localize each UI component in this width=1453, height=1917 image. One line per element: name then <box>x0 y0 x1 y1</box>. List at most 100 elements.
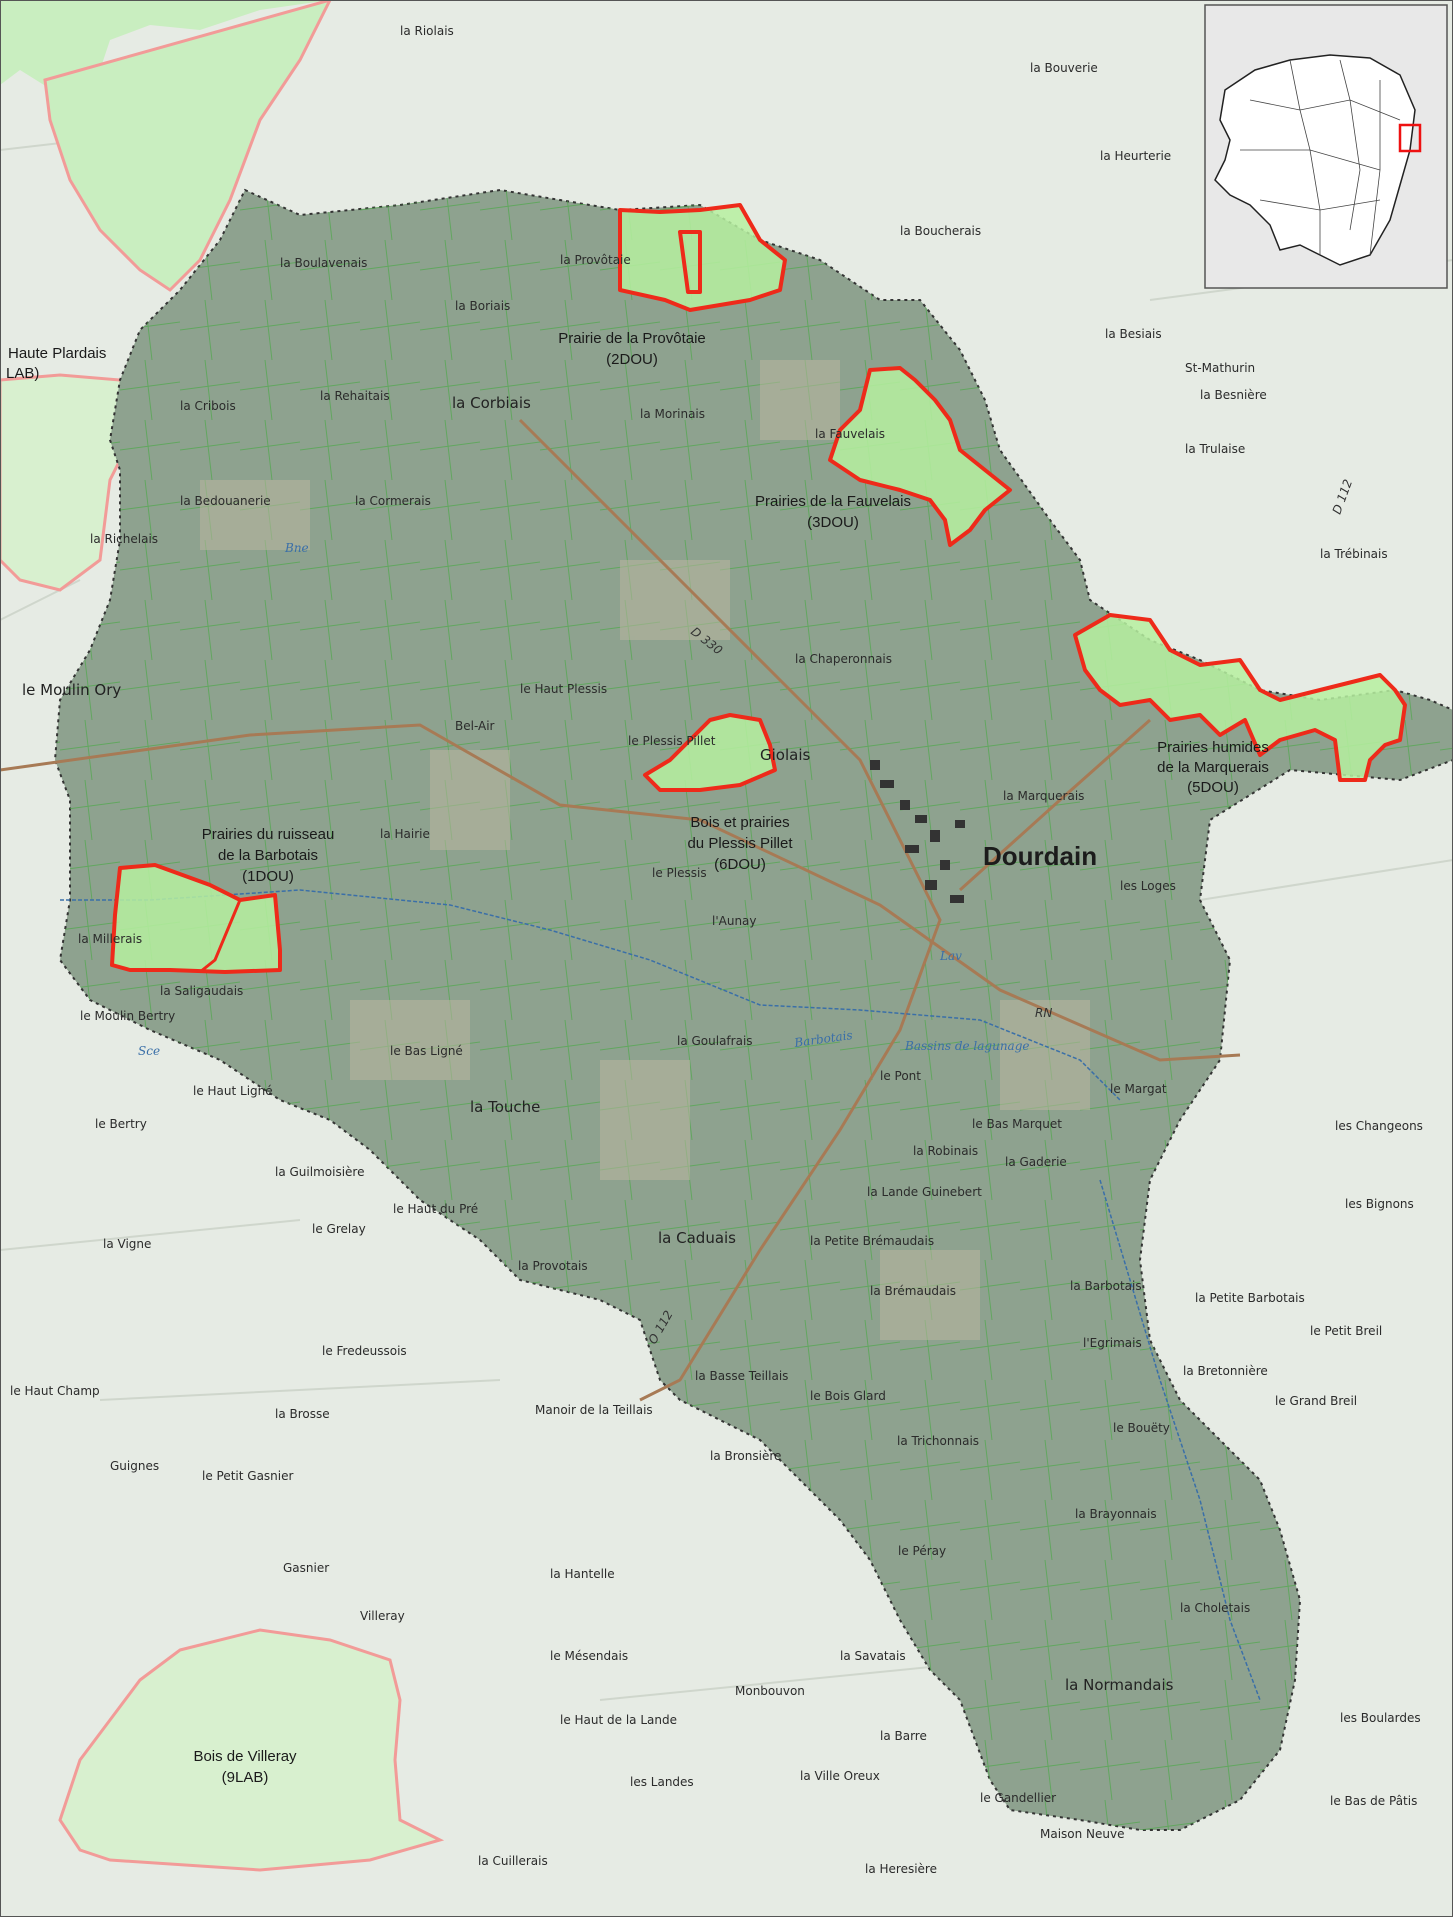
place-label: la Chaperonnais <box>795 652 892 666</box>
neighbor-zone-haute-plardais <box>0 373 142 592</box>
place-label: la Millerais <box>78 932 142 946</box>
place-label: la Bronsière <box>710 1449 781 1463</box>
place-label: les Landes <box>630 1775 694 1789</box>
zone-label-6dou-line1: Bois et prairies <box>690 814 789 831</box>
place-label: la Barbotais <box>1070 1279 1142 1293</box>
place-label: les Bignons <box>1345 1197 1414 1211</box>
place-label: le Fredeussois <box>322 1344 407 1358</box>
place-label: la Basse Teillais <box>695 1369 788 1383</box>
place-label: la Bretonnière <box>1183 1364 1268 1378</box>
place-label: la Lande Guinebert <box>867 1185 982 1199</box>
place-label: St-Mathurin <box>1185 361 1255 375</box>
place-label: la Touche <box>470 1098 540 1116</box>
place-label: les Boulardes <box>1340 1711 1421 1725</box>
field-patches <box>200 360 1090 1340</box>
zone-label-5dou-line2: de la Marquerais <box>1157 759 1269 776</box>
zone-labels: Prairie de la Provôtaie (2DOU) Prairies … <box>6 330 1269 1786</box>
place-label: la Provotais <box>518 1259 588 1273</box>
place-label: le Petit Breil <box>1310 1324 1382 1338</box>
locator-department-outline <box>1214 54 1416 266</box>
place-label: Villeray <box>360 1609 405 1623</box>
place-label: Gasnier <box>283 1561 329 1575</box>
river-label-bne: Bne <box>284 541 309 555</box>
place-label: la Robinais <box>913 1144 978 1158</box>
place-label: la Besnière <box>1200 388 1267 402</box>
place-label: la Petite Barbotais <box>1195 1291 1305 1305</box>
place-label: la Goulafrais <box>677 1034 753 1048</box>
locator-inset <box>1204 4 1448 289</box>
place-label: la Fauvelais <box>815 427 885 441</box>
place-label: la Provôtaie <box>560 253 631 267</box>
place-label: les Changeons <box>1335 1119 1423 1133</box>
place-label: la Boriais <box>455 299 510 313</box>
place-label: Manoir de la Teillais <box>535 1403 653 1417</box>
place-label: le Mésendais <box>550 1649 628 1663</box>
zone-label-9lab-name: Bois de Villeray <box>193 1748 297 1765</box>
rivers <box>60 889 1261 1701</box>
place-label: le Péray <box>898 1544 946 1558</box>
place-label: le Haut Champ <box>10 1384 100 1398</box>
place-label: la Heresière <box>865 1862 937 1876</box>
zone-label-haute-plardais-name: Haute Plardais <box>8 345 106 362</box>
place-label: la Saligaudais <box>160 984 243 998</box>
place-label: la Bouverie <box>1030 61 1098 75</box>
zone-1dou-inner-line <box>199 899 242 974</box>
zone-label-haute-plardais-code: LAB) <box>6 365 39 382</box>
place-label: la Heurterie <box>1100 149 1171 163</box>
zone-label-1dou-line2: de la Barbotais <box>218 847 318 864</box>
place-label: Bel-Air <box>455 719 495 733</box>
place-label: la Morinais <box>640 407 705 421</box>
place-label: la Brémaudais <box>870 1284 956 1298</box>
place-label: le Gandellier <box>980 1791 1056 1805</box>
locator-highlight <box>1398 123 1422 153</box>
place-label: la Brayonnais <box>1075 1507 1157 1521</box>
zone-1dou <box>110 863 282 974</box>
zone-2dou <box>618 203 787 312</box>
place-label: la Marquerais <box>1003 789 1084 803</box>
place-label: la Savatais <box>840 1649 906 1663</box>
place-label: la Normandais <box>1065 1676 1174 1694</box>
place-label: l'Aunay <box>712 914 757 928</box>
place-label: la Barre <box>880 1729 927 1743</box>
zone-label-5dou-code: (5DOU) <box>1187 779 1239 796</box>
place-label: la Guilmoisière <box>275 1165 364 1179</box>
zone-label-2dou-code: (2DOU) <box>606 351 658 368</box>
zone-6dou <box>643 713 777 792</box>
zone-label-1dou-line1: Prairies du ruisseau <box>202 826 335 843</box>
place-label: le Bas Marquet <box>972 1117 1062 1131</box>
place-label: la Besiais <box>1105 327 1162 341</box>
place-label: la Boulavenais <box>280 256 367 270</box>
place-label: Guignes <box>110 1459 159 1473</box>
town-buildings <box>870 760 965 903</box>
zone-label-3dou-name: Prairies de la Fauvelais <box>755 493 911 510</box>
place-label: le Bouëty <box>1113 1421 1170 1435</box>
place-label: Bassins de lagunage <box>904 1039 1030 1053</box>
place-label: la Cormerais <box>355 494 431 508</box>
place-label: le Haut Ligné <box>193 1084 273 1098</box>
neighbor-zone-9lab <box>58 1628 445 1872</box>
locator-commune-lines <box>1240 59 1401 256</box>
place-label: le Margat <box>1110 1082 1167 1096</box>
zone-5dou <box>1073 613 1407 782</box>
place-label: le Bas de Pâtis <box>1330 1794 1417 1808</box>
place-label: le Bois Glard <box>810 1389 886 1403</box>
place-label: le Haut Plessis <box>520 682 607 696</box>
place-label: les Loges <box>1120 879 1176 893</box>
zone-label-3dou-code: (3DOU) <box>807 514 859 531</box>
place-label: la Richelais <box>90 532 158 546</box>
place-label: le Haut de la Lande <box>560 1713 677 1727</box>
place-label: la Caduais <box>658 1229 736 1247</box>
place-label: la Petite Brémaudais <box>810 1234 934 1248</box>
place-label: le Grelay <box>312 1222 366 1236</box>
zone-label-2dou-name: Prairie de la Provôtaie <box>558 330 706 347</box>
place-label: le Moulin Ory <box>22 681 121 699</box>
place-label: le Bas Ligné <box>390 1044 463 1058</box>
place-label: le Moulin Bertry <box>80 1009 175 1023</box>
place-label: la Trichonnais <box>897 1434 979 1448</box>
place-label: l'Egrimais <box>1083 1336 1142 1350</box>
place-label: la Bedouanerie <box>180 494 271 508</box>
neighbor-zone-north <box>43 0 332 292</box>
place-label: la Trébinais <box>1320 547 1388 561</box>
place-label: la Rehaitais <box>320 389 390 403</box>
